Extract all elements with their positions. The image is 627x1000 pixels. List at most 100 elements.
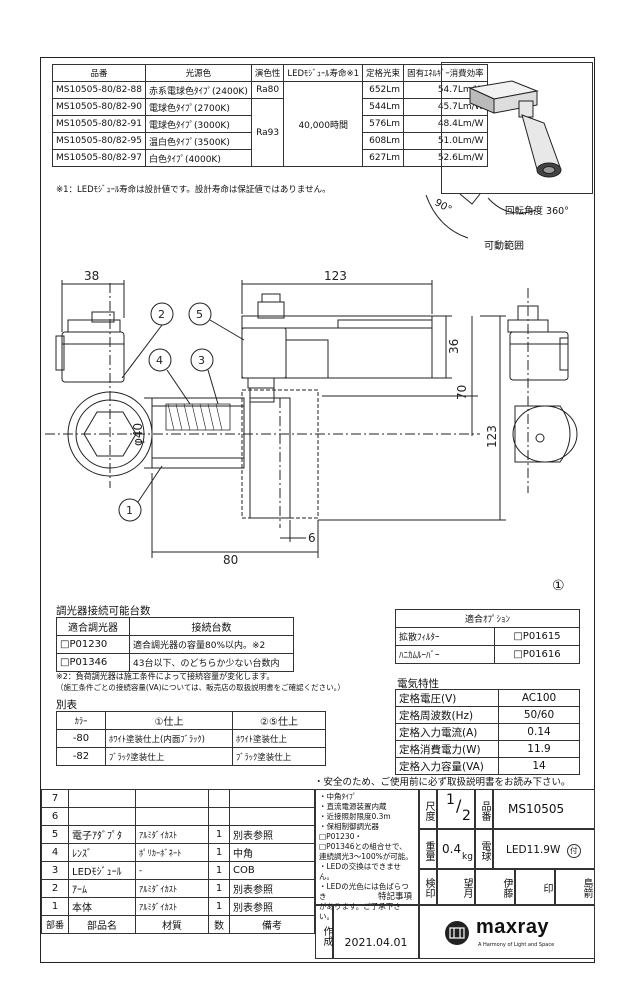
option-name: 拡散ﾌｨﾙﾀｰ — [395, 627, 495, 646]
product-thumbnail — [441, 62, 593, 194]
dimmer-header-model: 適合調光器 — [56, 617, 130, 636]
dim-38: 38 — [84, 269, 99, 283]
spec-flux: 627Lm — [362, 149, 405, 167]
spec-color: 電球色ﾀｲﾌﾟ(3000K) — [145, 115, 252, 133]
bom-note — [229, 789, 315, 808]
special-line: ・LEDの光色には色ばらつき — [319, 882, 409, 901]
spec-row: MS10505-80/82-88 赤系電球色ﾀｲﾌﾟ(2400K) Ra80 4… — [52, 81, 488, 167]
variants-title: 別表 — [56, 699, 77, 711]
dim-123-side: 123 — [485, 425, 499, 448]
callout-3: 3 — [198, 354, 205, 367]
bom-header-qty: 数 — [208, 915, 230, 934]
scale-box: 1 / 2 — [437, 789, 475, 829]
dimmer-count: 43台以下、のどちらか少ない台数内 — [129, 653, 294, 672]
scale-den: 2 — [462, 808, 471, 824]
bom-no: 3 — [41, 861, 69, 880]
bom-note: 別表参照 — [229, 825, 315, 844]
bom-part: LEDﾓｼﾞｭｰﾙ — [68, 861, 136, 880]
elec-name: 定格電圧(V) — [395, 689, 499, 707]
callout-4: 4 — [156, 354, 163, 367]
check-label: 検印 — [419, 869, 437, 905]
spec-footnote: ※1：LEDﾓｼﾞｭｰﾙ寿命は設計値です。設計寿命は保証値ではありません。 — [56, 185, 331, 195]
bom-no: 4 — [41, 843, 69, 862]
spec-table: 品番 光源色 演色性 LEDﾓｼﾞｭｰﾙ寿命※1 定格光束 固有ｴﾈﾙｷﾞｰ消費… — [52, 64, 488, 167]
spec-row: MS10505-80/82-91 電球色ﾀｲﾌﾟ(3000K) 576Lm 48… — [52, 115, 488, 133]
spotlight-thumbnail-icon — [468, 80, 562, 178]
dim-123-top: 123 — [324, 269, 347, 283]
scale-slash: / — [456, 796, 462, 815]
variant-f1: ﾌﾞﾗｯｸ塗装仕上 — [105, 747, 233, 766]
dimmer-header-count: 接続台数 — [129, 617, 294, 636]
variants-header-f1: ①仕上 — [105, 711, 233, 730]
bom-part — [68, 789, 136, 808]
bom-header-no: 部番 — [41, 915, 69, 934]
spec-color: 電球色ﾀｲﾌﾟ(2700K) — [145, 98, 252, 116]
elec-name: 定格消費電力(W) — [395, 740, 499, 758]
bulb-value: LED11.9W — [506, 844, 561, 856]
callout-5: 5 — [196, 308, 203, 321]
bom-part: ﾚﾝｽﾞ — [68, 843, 136, 862]
dim-80: 80 — [223, 553, 238, 567]
bom-no: 1 — [41, 897, 69, 916]
scale-num: 1 — [446, 792, 455, 808]
bom-mat: ｱﾙﾐﾀﾞｲｶｽﾄ — [135, 897, 209, 916]
elec-value: 0.14 — [498, 723, 580, 741]
option-code: □P01615 — [494, 627, 580, 646]
variant-f2: ﾎﾜｲﾄ塗装仕上 — [232, 729, 326, 748]
bom-qty: 1 — [208, 861, 230, 880]
bom-header-part: 部品名 — [68, 915, 136, 934]
bom-note: COB — [229, 861, 315, 880]
bom-note: 別表参照 — [229, 897, 315, 916]
bom-mat: ｱﾙﾐﾀﾞｲｶｽﾄ — [135, 825, 209, 844]
made-label: 作成 — [315, 905, 333, 959]
shimazaki: 島箭 — [555, 869, 595, 905]
special-line: があります。ご了承下さい。 — [319, 902, 401, 921]
elec-value: 11.9 — [498, 740, 580, 758]
spec-model: MS10505-80/82-91 — [52, 115, 146, 133]
spec-color: 赤系電球色ﾀｲﾌﾟ(2400K) — [145, 81, 252, 99]
dimmer-model: □P01346 — [56, 653, 130, 672]
bom-header-note: 備考 — [229, 915, 315, 934]
bulb-label: 電球 — [475, 829, 493, 869]
elec-name: 定格入力電流(A) — [395, 723, 499, 741]
bom-part — [68, 807, 136, 826]
bom-note — [229, 807, 315, 826]
electrical-table: 定格電圧(V)AC100 定格周波数(Hz)50/60 定格入力電流(A)0.1… — [395, 689, 580, 775]
spec-flux: 576Lm — [362, 115, 405, 133]
spec-header-color: 光源色 — [145, 64, 252, 82]
dimmer-table: 適合調光器 接続台数 □P01230 適合調光器の容量80%以内。※2 □P01… — [56, 617, 294, 672]
bom-no: 7 — [41, 789, 69, 808]
special-line: ・保相制御調光器□P01230・ — [319, 822, 379, 841]
variant-code: -80 — [56, 729, 106, 748]
bom-qty — [208, 807, 230, 826]
special-line: ・LEDの交換はできません。 — [319, 862, 401, 881]
special-line: ・中角ﾀｲﾌﾟ — [319, 792, 357, 801]
bom-mat — [135, 789, 209, 808]
bom-part: ｱｰﾑ — [68, 879, 136, 898]
view-mark: ① — [552, 578, 565, 594]
title-block: 尺度 1 / 2 品番 MS10505 重量 0.4 kg 電球 LED11.9… — [419, 789, 595, 959]
drawing-sheet — [40, 57, 595, 963]
elec-value: 14 — [498, 757, 580, 775]
weight-value: 0.4 — [442, 842, 462, 856]
part-no-value: MS10505 — [493, 789, 595, 829]
dim-70: 70 — [455, 385, 469, 400]
dimmer-title: 調光器接続可能台数 — [56, 605, 151, 617]
spec-cri-first: Ra80 — [250, 81, 285, 99]
spec-model: MS10505-80/82-97 — [52, 149, 146, 167]
options-table: 適合ｵﾌﾟｼｮﾝ 拡散ﾌｨﾙﾀｰ □P01615 ﾊﾆｶﾑﾙｰﾊﾞｰ □P016… — [395, 609, 580, 664]
bom-note: 別表参照 — [229, 879, 315, 898]
bom-qty: 1 — [208, 879, 230, 898]
option-name: ﾊﾆｶﾑﾙｰﾊﾞｰ — [395, 645, 495, 664]
scale-label: 尺度 — [419, 789, 437, 829]
dimmer-count: 適合調光器の容量80%以内。※2 — [129, 635, 294, 654]
elec-value: 50/60 — [498, 706, 580, 724]
dimmer-note-2: （施工条件ごとの接続容量(VA)については、販売店の取扱説明書をご確認ください。… — [56, 683, 345, 692]
bom-mat: ｱﾙﾐﾀﾞｲｶｽﾄ — [135, 879, 209, 898]
spec-header-model: 品番 — [52, 64, 146, 82]
weight-label: 重量 — [419, 829, 437, 869]
options-title: 適合ｵﾌﾟｼｮﾝ — [395, 609, 580, 628]
weight-box: 0.4 kg — [437, 829, 475, 869]
bulb-box: LED11.9W 付 — [493, 829, 595, 869]
